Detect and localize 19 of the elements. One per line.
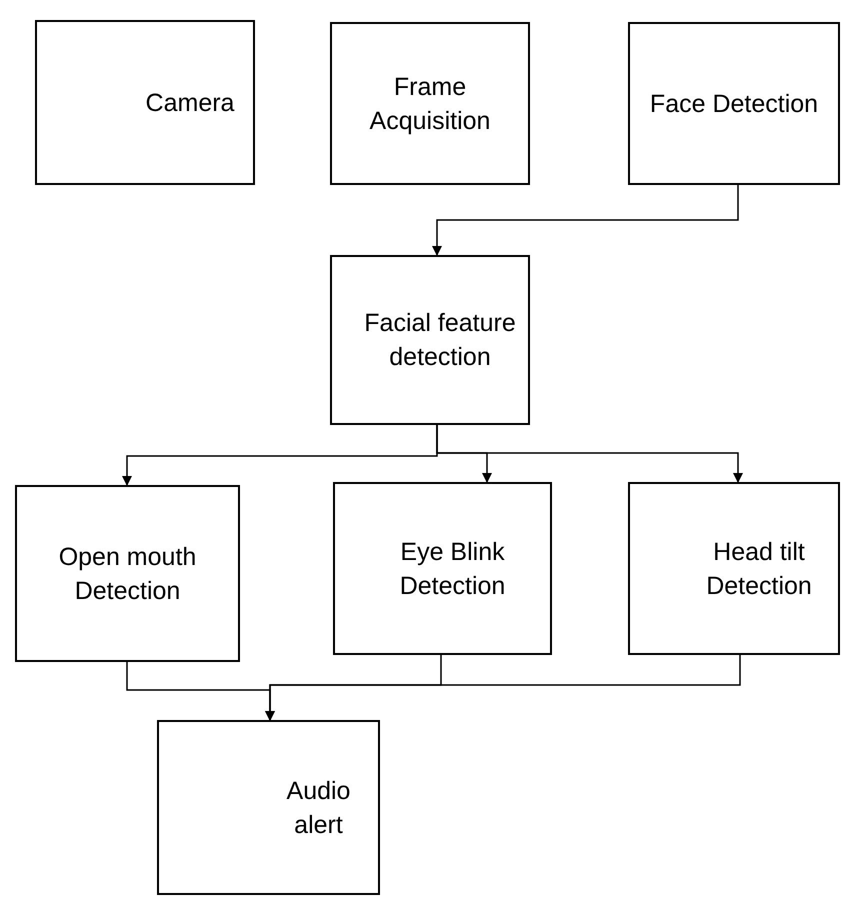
box-label: Head tilt Detection [705, 536, 813, 602]
process-box [157, 720, 380, 895]
box-label: Eye Blink Detection [398, 536, 506, 602]
process-box [330, 22, 530, 185]
process-box [35, 20, 255, 185]
process-box [628, 22, 840, 185]
box-label: Facial feature detection [363, 308, 517, 373]
process-box [15, 485, 240, 662]
box-label: Open mouth Detection [58, 542, 198, 606]
connector-arrow [265, 655, 741, 721]
process-box [330, 255, 530, 425]
box-label: Camera [146, 88, 234, 118]
box-label: Face Detection [650, 88, 818, 120]
box-label: Audio alert [286, 776, 352, 840]
process-box [333, 482, 552, 655]
connector-arrow [432, 185, 739, 256]
box-label: Frame Acquisition [368, 72, 492, 136]
process-box [628, 482, 840, 655]
connector-arrow [436, 425, 743, 483]
